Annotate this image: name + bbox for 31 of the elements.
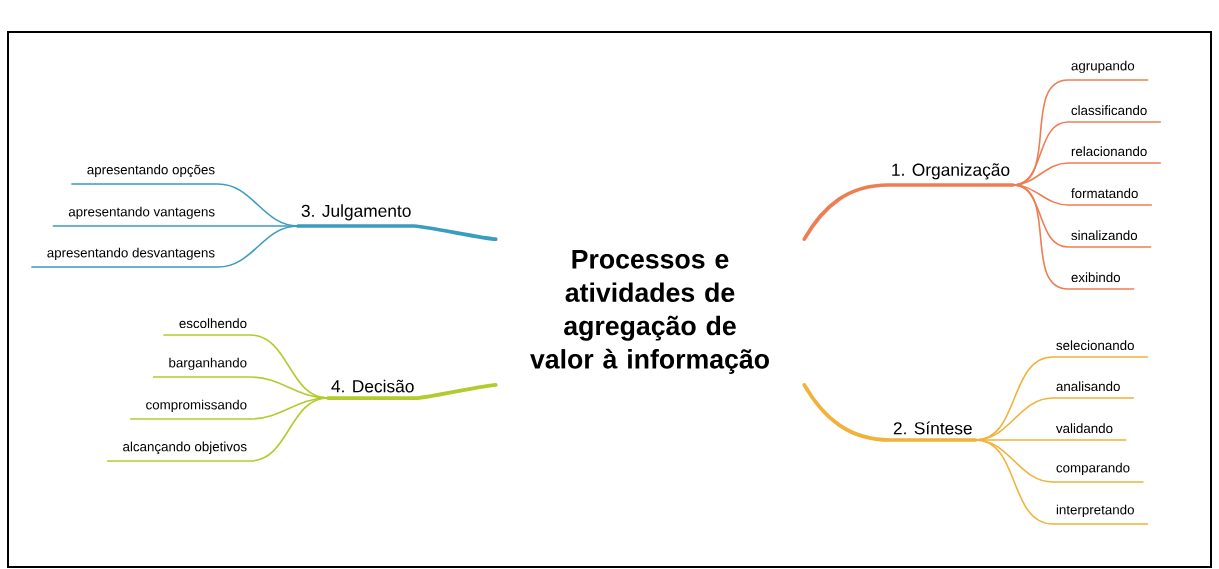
branch-topic: 2. Síntese [893, 421, 972, 435]
central-topic: Processos e atividades de agregação de valor à informação [530, 250, 769, 374]
subtopic-label: formatando [1071, 188, 1138, 199]
subtopic-label: validando [1056, 423, 1113, 434]
subtopic-label: apresentando opções [87, 164, 215, 178]
connector-line [974, 439, 1149, 525]
subtopic-label: exibindo [1071, 272, 1121, 283]
subtopic-label: relacionando [1071, 146, 1147, 157]
connector-line [106, 397, 329, 462]
branch-topic: 4. Decisão [331, 379, 414, 393]
subtopic-label: selecionando [1056, 340, 1134, 351]
connector-line [802, 183, 1015, 241]
subtopic-label: interpretando [1056, 504, 1134, 518]
subtopic-label: alcançando objetivos [123, 441, 247, 455]
subtopic-label: escolhendo [179, 318, 247, 329]
connector-line [802, 383, 978, 442]
connector-line [31, 225, 299, 268]
subtopic-label: apresentando vantagens [68, 206, 215, 220]
branch-topic: 3. Julgamento [301, 204, 411, 221]
subtopic-label: agrupando [1071, 60, 1135, 74]
branch-topic: 1. Organização [892, 163, 1010, 180]
subtopic-label: barganhando [169, 357, 247, 371]
subtopic-label: comparando [1056, 462, 1130, 476]
subtopic-label: apresentando desvantagens [47, 247, 215, 261]
subtopic-label: classificando [1071, 105, 1147, 116]
subtopic-label: analisando [1056, 381, 1120, 392]
connector-line [326, 383, 498, 400]
connector-line [1012, 184, 1135, 290]
subtopic-label: compromissando [146, 399, 247, 413]
subtopic-label: sinalizando [1071, 230, 1138, 241]
connector-line [296, 224, 498, 241]
